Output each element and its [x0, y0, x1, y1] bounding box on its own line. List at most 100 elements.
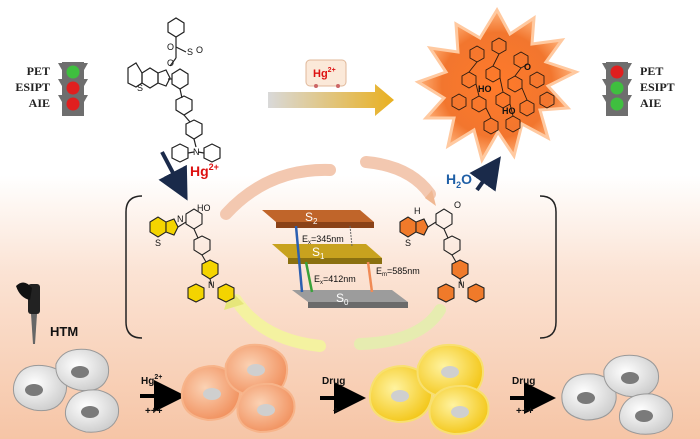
gradient-arrow [268, 84, 394, 116]
atom-o: O [196, 45, 203, 55]
atom-ho: HO [478, 84, 492, 94]
level-s0-edge [308, 302, 408, 308]
aggregate-molecules [451, 37, 555, 135]
cell-nucleus [577, 392, 595, 404]
excitation-412-label: Ex=412nm [314, 274, 356, 286]
wheel-icon [336, 84, 340, 88]
emission-585-line [366, 261, 374, 293]
level-s2-edge [276, 222, 374, 228]
atom-n: N [177, 214, 184, 224]
probe-atom-labels: O S O O S N [137, 42, 203, 157]
pipette-grip [16, 282, 32, 300]
traffic-light-green [610, 97, 624, 111]
traffic-visor-right [84, 63, 88, 102]
relaxation-line [349, 225, 353, 247]
traffic-label-pet: PET [27, 64, 50, 78]
atom-s: S [405, 238, 411, 248]
cycle-arrow-bottom-left [230, 294, 326, 352]
cell-nucleus [81, 406, 99, 418]
step-arrow-hg: Hg2+ +++ [140, 374, 186, 417]
emission-585-label: Em=585nm [376, 266, 420, 278]
traffic-visor-left [602, 63, 606, 102]
cell-nucleus [441, 366, 459, 378]
traffic-label-aie: AIE [29, 96, 50, 110]
traffic-visor-right [628, 63, 632, 102]
step-hg-label: Hg2+ [141, 374, 162, 387]
reaction-arrow-left: Hg2+ [158, 151, 219, 201]
atom-nh: H [414, 206, 421, 216]
htm-label: HTM [50, 324, 78, 339]
excitation-412-line [304, 261, 314, 293]
level-s1-edge [288, 258, 382, 264]
cycle-arrows [220, 156, 446, 352]
atom-n: N [458, 280, 465, 290]
enol-molecule [149, 208, 235, 303]
traffic-light-red [66, 97, 80, 111]
reaction-arrow-right: H2O [446, 156, 501, 192]
cells-drug-low [368, 344, 490, 436]
cell-nucleus [71, 366, 89, 378]
step-arrow-drug-low: Drug + [320, 376, 366, 417]
atom-o: O [167, 58, 174, 68]
cells-recovered [561, 354, 674, 435]
pipette-tip [31, 314, 37, 344]
arrow-head [425, 190, 436, 206]
step-drug-level: +++ [516, 406, 534, 417]
cells-hg-treated [180, 343, 296, 434]
atom-ho: HO [502, 106, 516, 116]
bracket-right [539, 195, 557, 339]
traffic-light-green [610, 81, 624, 95]
probe-molecule [127, 17, 221, 163]
atom-o: O [167, 42, 174, 52]
level-s2-top [262, 210, 374, 222]
reagent-hg-label: Hg2+ [313, 67, 336, 80]
bracket-left [125, 195, 143, 339]
reaction-arrow-top: Hg2+ [268, 59, 394, 116]
traffic-label-aie: AIE [640, 96, 661, 110]
cell-nucleus [25, 384, 43, 396]
level-s0-top [292, 290, 408, 302]
pipette-icon [16, 282, 40, 344]
reagent-hg-left: Hg2+ [190, 162, 219, 179]
keto-molecule [399, 208, 485, 303]
traffic-label-esipt: ESIPT [15, 80, 50, 94]
step-arrow-drug-high: Drug +++ [510, 376, 556, 417]
traffic-visor-left [58, 63, 62, 102]
aie-aggregate-burst: HO HO O [414, 6, 580, 164]
energy-level-diagram: S2 S1 S0 Ex=345nm Ex=412nm Em=585nm [262, 210, 420, 308]
atom-o: O [524, 62, 531, 72]
cycle-arrow-bottom-right [354, 304, 446, 350]
atom-n: N [208, 280, 215, 290]
cell-nucleus [203, 388, 221, 400]
traffic-light-red [610, 65, 624, 79]
level-s1-label: S1 [312, 245, 325, 261]
cell-nucleus [391, 390, 409, 402]
atom-s: S [187, 47, 193, 57]
reagent-h2o: H2O [446, 171, 472, 190]
cells-untreated [12, 348, 120, 433]
atom-s: S [137, 83, 143, 93]
wheel-icon [314, 84, 318, 88]
step-drug-label: Drug [322, 376, 345, 387]
burst-shape [414, 6, 580, 164]
traffic-light-left: PET ESIPT AIE [15, 62, 88, 116]
traffic-light-right: PET ESIPT AIE [602, 62, 675, 116]
traffic-light-green [66, 65, 80, 79]
level-s0-label: S0 [336, 291, 349, 307]
level-s1-top [272, 244, 382, 258]
cell-nucleus [247, 364, 265, 376]
cycle-arrow-top-left [220, 163, 336, 220]
atom-ho: HO [197, 203, 211, 213]
atom-n: N [193, 147, 200, 157]
traffic-label-pet: PET [640, 64, 663, 78]
level-s2-label: S2 [305, 210, 318, 226]
cell-nucleus [257, 404, 275, 416]
step-drug-level: + [333, 406, 339, 417]
step-drug-label: Drug [512, 376, 535, 387]
reagent-box [305, 59, 347, 87]
traffic-light-red [66, 81, 80, 95]
atom-o: O [454, 200, 461, 210]
cycle-arrow-top-right [360, 156, 436, 200]
